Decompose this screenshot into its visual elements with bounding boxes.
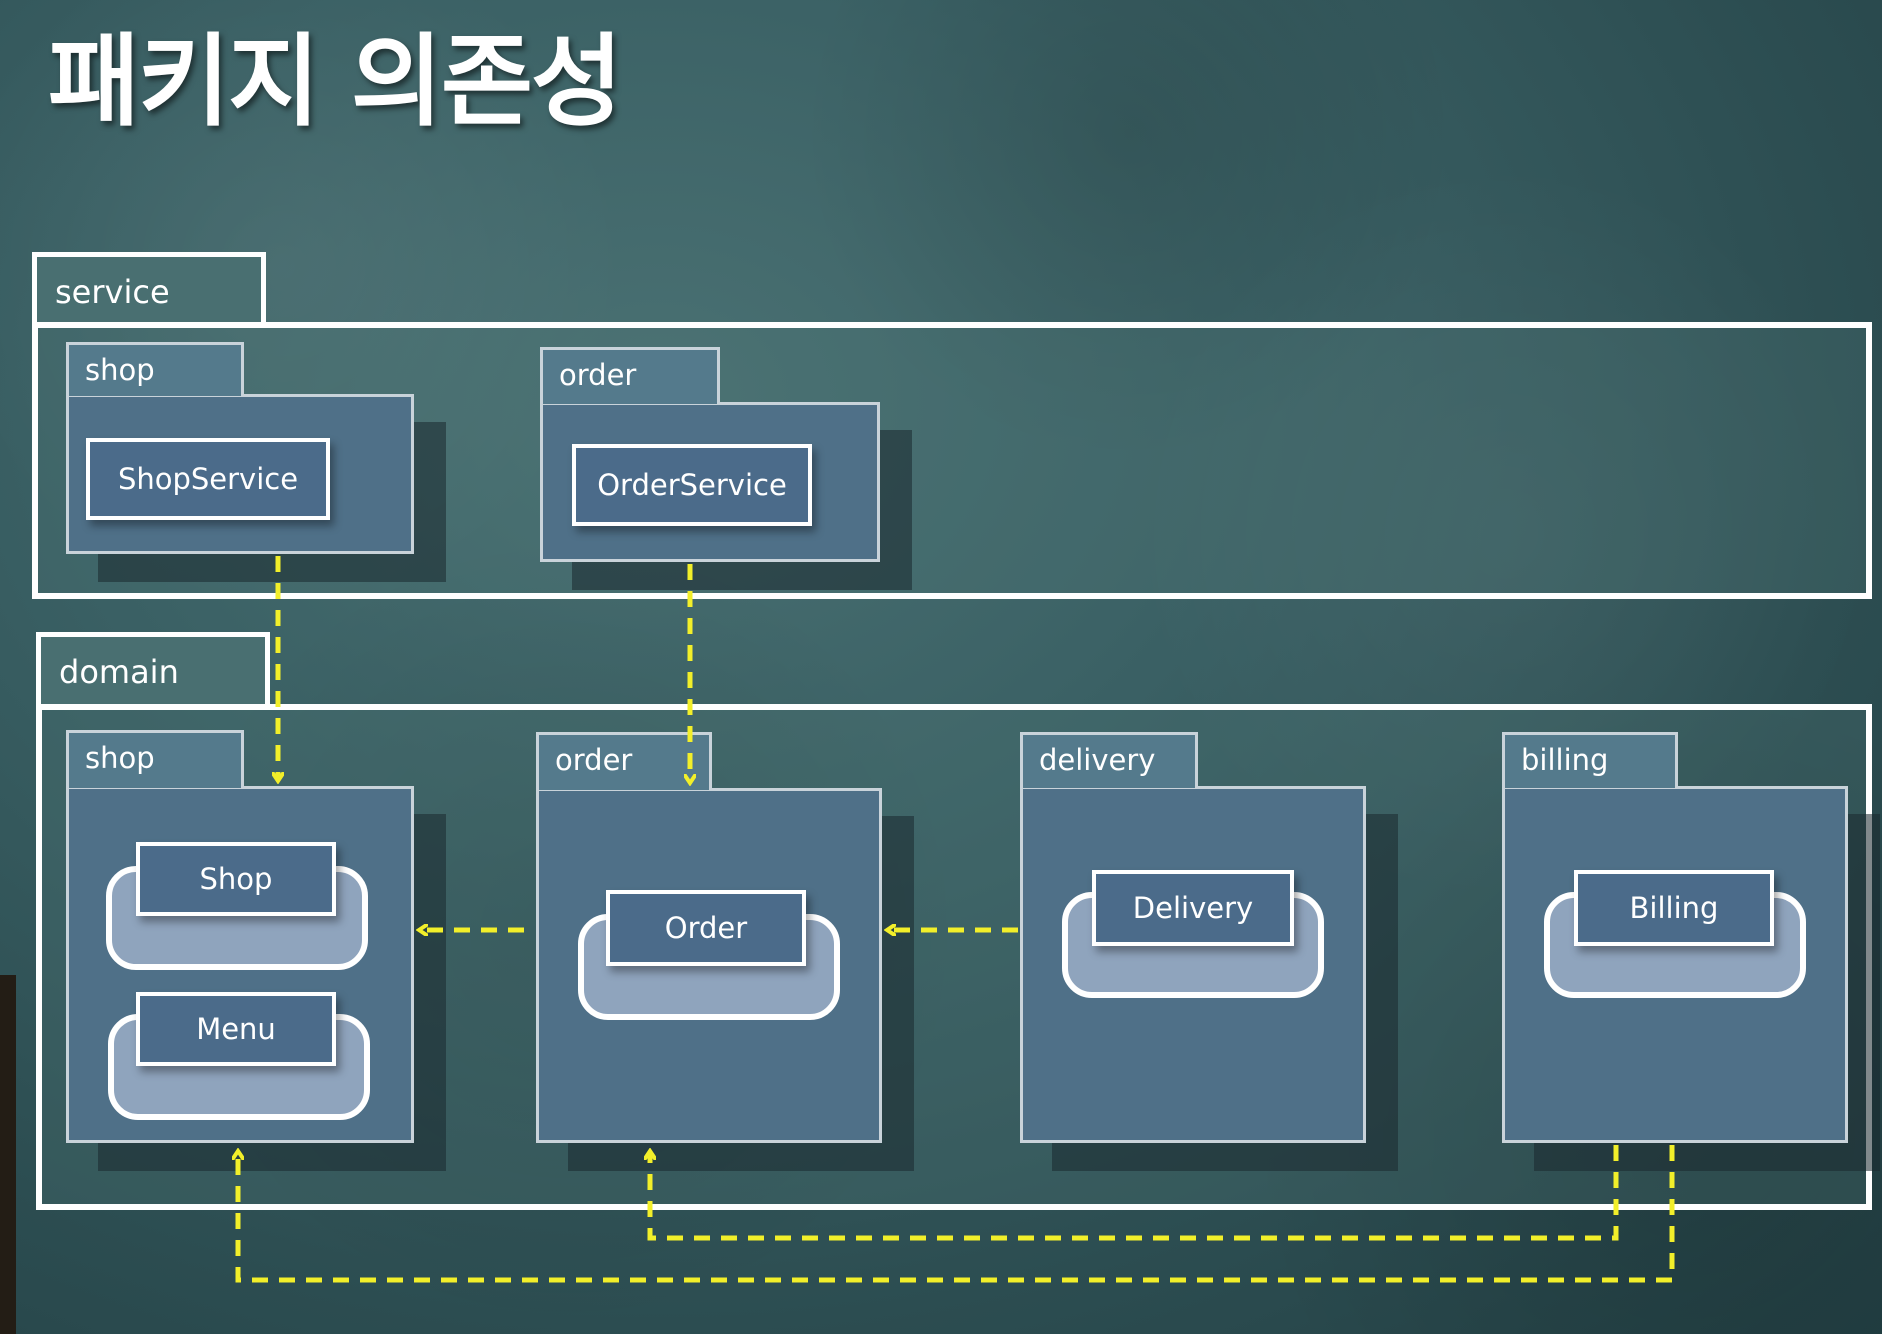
menu-class: Menu [136,992,336,1066]
service-shop-package-tab: shop [66,342,244,396]
shop-class: Shop [136,842,336,916]
domain-shop-package-tab: shop [66,730,244,788]
domain-order-package-tab: order [536,732,712,790]
shopservice-class: ShopService [86,438,330,520]
arrow-billing-to-order [650,1145,1619,1241]
domain-billing-package-tab: billing [1502,732,1678,788]
delivery-class: Delivery [1092,870,1294,946]
domain-delivery-package-tab: delivery [1020,732,1198,788]
service-layer-tab: service [32,252,266,327]
order-class: Order [606,890,806,966]
domain-layer-tab: domain [36,632,270,708]
left-edge-strip [0,975,16,1334]
arrow-billing-to-shop [238,1145,1675,1283]
page-title: 패키지 의존성 [48,23,623,140]
service-order-package-tab: order [540,347,720,404]
billing-class: Billing [1574,870,1774,946]
orderservice-class: OrderService [572,444,812,526]
